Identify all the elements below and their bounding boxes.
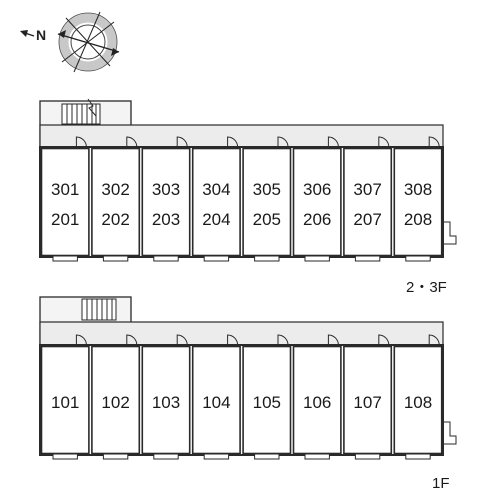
unit-cell: 108 xyxy=(393,334,443,460)
corridor xyxy=(39,124,444,148)
unit-number: 105 xyxy=(253,393,281,412)
unit-number-upper: 306 xyxy=(303,180,331,199)
unit-cell: 308 208 xyxy=(393,136,443,262)
upper-floors-block: 301 201 302 202 303 203 304 204 305 205 306 206 307 2… xyxy=(39,98,457,296)
ground-floor-block: 101 102 103 104 105 106 107 108 1F xyxy=(39,296,457,492)
door-icon xyxy=(428,334,440,346)
balcony-ledge xyxy=(52,453,78,460)
staircase-icon xyxy=(61,98,101,125)
unit-number-lower: 205 xyxy=(253,210,281,229)
door-icon xyxy=(327,334,339,346)
unit-cell: 302 202 xyxy=(91,136,141,262)
unit-cell: 106 xyxy=(292,334,342,460)
balcony-ledge xyxy=(304,453,330,460)
balcony-ledge xyxy=(405,255,431,262)
unit-number-lower: 202 xyxy=(101,210,129,229)
entrance-stub xyxy=(443,421,457,445)
door-icon xyxy=(378,136,390,148)
door-icon xyxy=(428,136,440,148)
staircase-icon xyxy=(81,298,117,321)
unit-cell: 101 xyxy=(40,334,90,460)
unit-number-upper: 304 xyxy=(202,180,230,199)
unit-cell: 107 xyxy=(343,334,393,460)
door-icon xyxy=(75,334,87,346)
unit-cell: 304 204 xyxy=(191,136,241,262)
balcony-ledge xyxy=(354,453,381,460)
unit-cell: 303 203 xyxy=(141,136,191,262)
door-icon xyxy=(126,334,138,346)
unit-cell: 306 206 xyxy=(292,136,342,262)
balcony-ledge xyxy=(254,255,280,262)
unit-number-upper: 305 xyxy=(253,180,281,199)
door-icon xyxy=(227,334,239,346)
balcony-ledge xyxy=(354,255,381,262)
unit-cell: 307 207 xyxy=(343,136,393,262)
balcony-ledge xyxy=(102,255,129,262)
unit-number: 104 xyxy=(202,393,230,412)
balcony-ledge xyxy=(52,255,78,262)
balcony-ledge xyxy=(254,453,280,460)
unit-number-upper: 301 xyxy=(51,180,79,199)
unit-number-lower: 206 xyxy=(303,210,331,229)
door-icon xyxy=(75,136,87,148)
balcony-ledge xyxy=(153,453,179,460)
unit-number-lower: 207 xyxy=(353,210,381,229)
balcony-ledge xyxy=(153,255,179,262)
unit-number-upper: 302 xyxy=(101,180,129,199)
unit-number-lower: 203 xyxy=(152,210,180,229)
unit-number-upper: 307 xyxy=(353,180,381,199)
balcony-ledge xyxy=(102,453,129,460)
unit-cell: 104 xyxy=(191,334,241,460)
unit-cell: 103 xyxy=(141,334,191,460)
unit-number: 102 xyxy=(101,393,129,412)
balcony-ledge xyxy=(203,453,230,460)
unit-number-upper: 308 xyxy=(404,180,432,199)
door-icon xyxy=(126,136,138,148)
unit-number-lower: 204 xyxy=(202,210,230,229)
unit-number-upper: 303 xyxy=(152,180,180,199)
entrance-stub xyxy=(443,221,457,245)
unit-number: 101 xyxy=(51,393,79,412)
unit-number: 106 xyxy=(303,393,331,412)
unit-number: 108 xyxy=(404,393,432,412)
floor-label-ground: 1F xyxy=(432,475,450,492)
unit-cell: 105 xyxy=(242,334,292,460)
floor-label-upper: 2・3F xyxy=(406,279,447,296)
balcony-ledge xyxy=(304,255,330,262)
compass-north-label: N xyxy=(36,27,46,43)
balcony-ledge xyxy=(405,453,431,460)
door-icon xyxy=(227,136,239,148)
door-icon xyxy=(277,136,289,148)
unit-cell: 301 201 xyxy=(40,136,90,262)
corridor xyxy=(39,321,444,346)
unit-number-lower: 201 xyxy=(51,210,79,229)
door-icon xyxy=(277,334,289,346)
door-icon xyxy=(378,334,390,346)
door-icon xyxy=(176,136,188,148)
unit-number: 103 xyxy=(152,393,180,412)
compass-icon: N xyxy=(20,11,120,73)
unit-number: 107 xyxy=(353,393,381,412)
door-icon xyxy=(176,334,188,346)
unit-cell: 102 xyxy=(91,334,141,460)
unit-number-lower: 208 xyxy=(404,210,432,229)
unit-cell: 305 205 xyxy=(242,136,292,262)
balcony-ledge xyxy=(203,255,230,262)
door-icon xyxy=(327,136,339,148)
